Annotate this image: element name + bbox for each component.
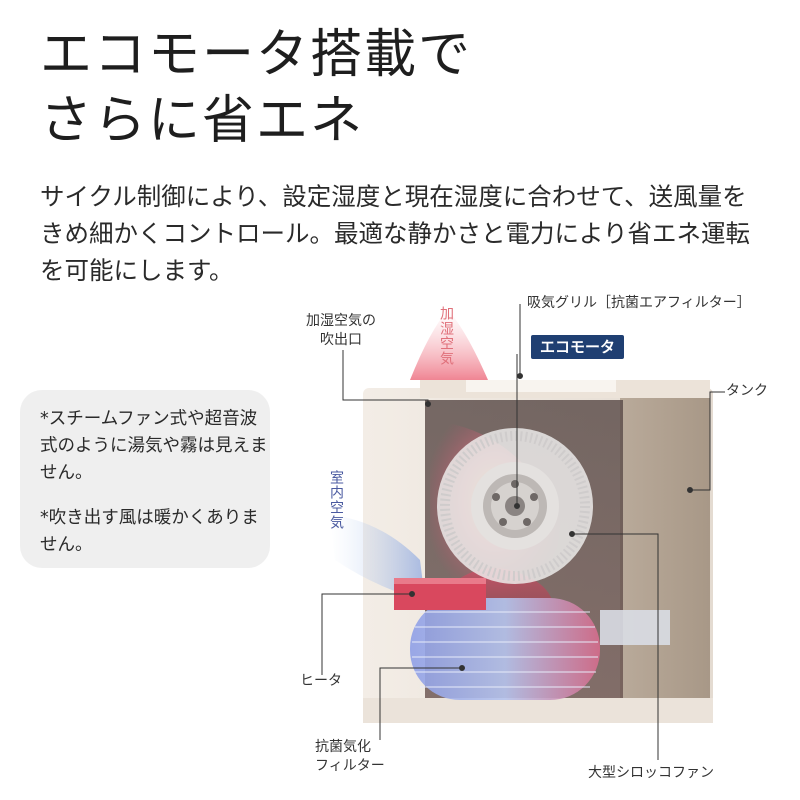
page-title: エコモータ搭載で さらに省エネ <box>40 22 472 154</box>
tank <box>620 398 710 698</box>
outlet-label-line1: 加湿空気の <box>306 313 376 329</box>
tank-label: タンク <box>726 383 768 399</box>
intake-grille-label: 吸気グリル［抗菌エアフィルター］ <box>527 295 751 311</box>
outlet-label: 加湿空気の 吹出口 <box>296 312 386 350</box>
description-text: サイクル制御により、設定湿度と現在湿度に合わせて、送風量をきめ細かくコントロール… <box>40 182 751 285</box>
note-box <box>20 390 270 568</box>
filter-label-line2: フィルター <box>315 758 385 774</box>
outlet-label-line2: 吹出口 <box>320 332 362 348</box>
room-air-label: 室内空気 <box>328 470 344 530</box>
humid-air-label: 加湿空気 <box>438 306 454 366</box>
heater-label: ヒータ <box>300 673 342 689</box>
title-line-1: エコモータ搭載で <box>40 25 473 85</box>
eco-motor-badge: エコモータ <box>531 335 625 359</box>
filter-label: 抗菌気化 フィルター <box>315 738 385 776</box>
filter-label-line1: 抗菌気化 <box>315 739 371 755</box>
note-warm-air: *吹き出す風は暖かくありません。 <box>40 508 259 555</box>
humid-air-flow <box>410 310 488 380</box>
sirocco-fan-label: 大型シロッコファン <box>588 765 714 781</box>
leader-lines <box>321 304 725 760</box>
filter-drum <box>410 598 600 700</box>
note-steam: *スチームファン式や超音波式のように湯気や霧は見えません。 <box>40 409 268 483</box>
title-line-2: さらに省エネ <box>40 91 365 151</box>
